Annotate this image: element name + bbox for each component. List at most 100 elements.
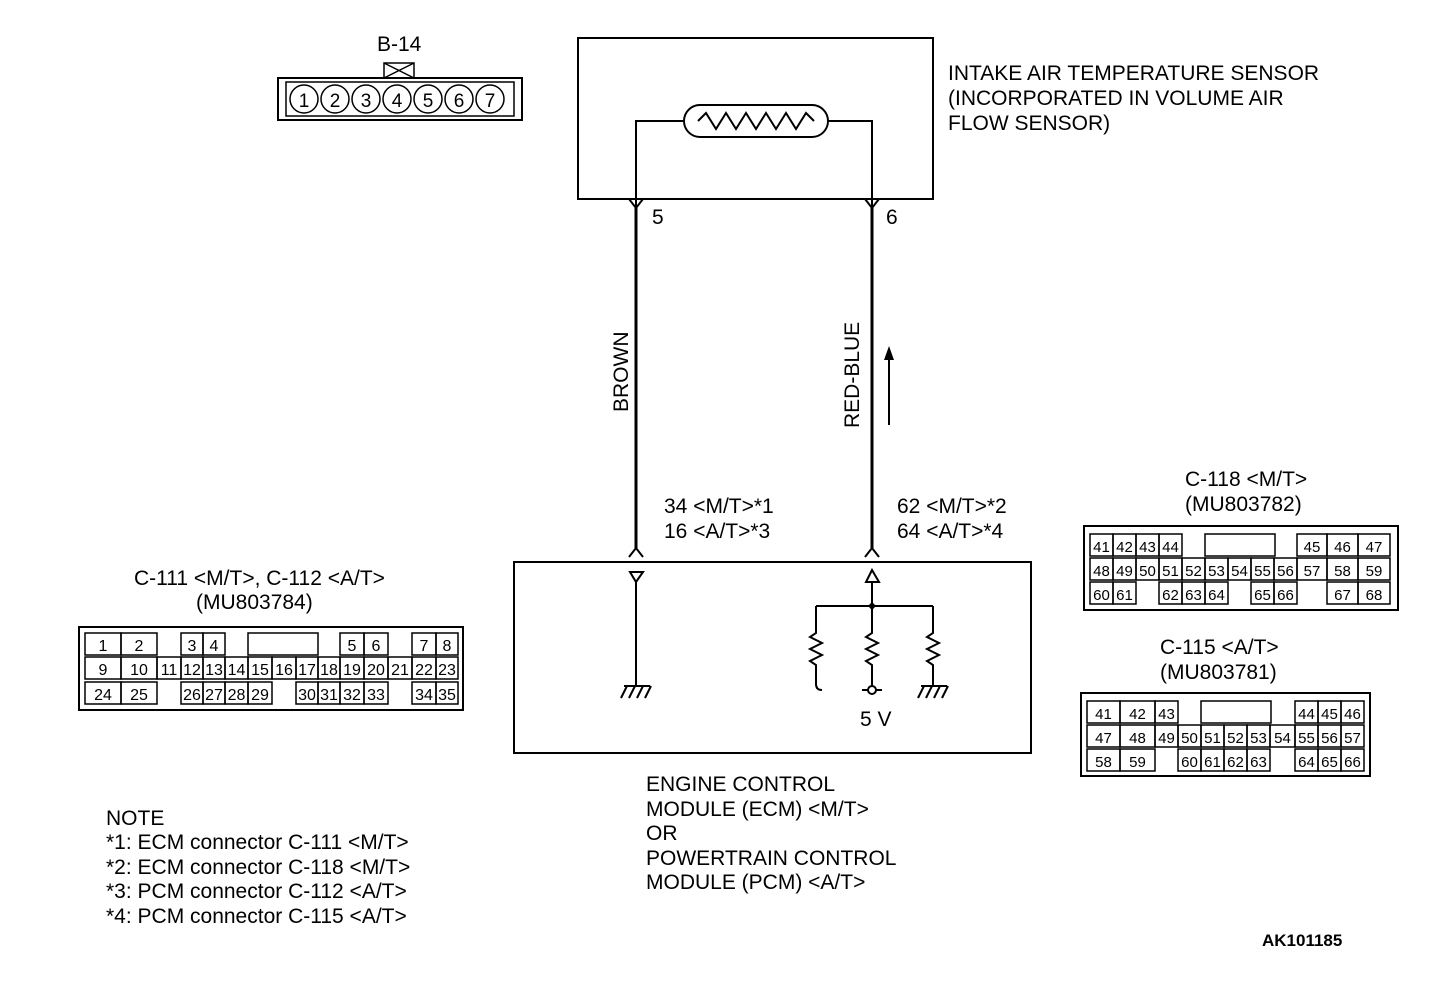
c115-pin-number: 42 (1129, 706, 1146, 723)
sensor-pin-6: 6 (886, 206, 898, 229)
c111-pin-number: 30 (298, 687, 316, 704)
c111-pin-cell (435, 656, 459, 680)
c118-pin-number: 54 (1231, 563, 1248, 580)
ecm-label-line-5: MODULE (PCM) <A/T> (646, 871, 865, 894)
ecm-terminal-left-arrow (628, 546, 644, 558)
c111-pin-number: 12 (183, 662, 201, 679)
c118-pin-number: 41 (1093, 539, 1110, 556)
c115-pin-cell (1340, 748, 1365, 772)
b14-pin-number: 4 (392, 91, 403, 112)
connector-b14-title: B-14 (377, 33, 422, 56)
c115-pin-number: 46 (1344, 706, 1361, 723)
c115-pin-number: 58 (1095, 754, 1112, 771)
wire-brown-label: BROWN (610, 332, 633, 413)
wire-red-blue-label: RED-BLUE (841, 322, 864, 428)
c115-pin-number: 65 (1321, 754, 1338, 771)
c111-pin-number: 3 (188, 638, 197, 655)
ecm-input-left-marker (628, 571, 645, 584)
c118-pin-number: 43 (1139, 539, 1156, 556)
c115-pin-number: 48 (1129, 730, 1146, 747)
b14-pin-number: 1 (299, 91, 310, 112)
b14-pin-number: 2 (330, 91, 341, 112)
c118-pin-cell (1357, 533, 1391, 557)
c111-pin-number: 17 (298, 662, 316, 679)
c111-pin-number: 9 (99, 662, 108, 679)
c118-pin-number: 67 (1334, 587, 1351, 604)
c115-pin-number: 43 (1158, 706, 1175, 723)
connector-c118-title: C-118 <M/T> (1185, 468, 1307, 491)
ecm-label-line-4: POWERTRAIN CONTROL (646, 847, 896, 870)
b14-pin-circle (351, 84, 381, 114)
c115-pin-number: 55 (1298, 730, 1315, 747)
c115-pin-number: 49 (1158, 730, 1175, 747)
c111-pin-number: 27 (205, 687, 223, 704)
c111-pin-number: 35 (438, 687, 456, 704)
c115-pin-number: 41 (1095, 706, 1112, 723)
c111-pin-number: 5 (348, 638, 357, 655)
c118-pin-number: 53 (1208, 563, 1225, 580)
c115-pin-number: 59 (1129, 754, 1146, 771)
harness-wires: BROWN RED-BLUE 34 <M/T>*1 16 <A/T>*3 62 … (610, 208, 1007, 558)
c118-pin-number: 50 (1139, 563, 1156, 580)
ecm-box (513, 561, 1032, 754)
c115-pin-number: 63 (1250, 754, 1267, 771)
c115-pin-number: 51 (1204, 730, 1221, 747)
c118-pin-number: 46 (1334, 539, 1351, 556)
c111-pin-cell (120, 632, 158, 656)
c118-pin-number: 48 (1093, 563, 1110, 580)
c111-pin-number: 14 (228, 662, 246, 679)
c111-pin-number: 32 (343, 687, 361, 704)
c118-pin-number: 61 (1116, 587, 1133, 604)
c111-pin-number: 16 (275, 662, 293, 679)
c111-pin-number: 6 (372, 638, 381, 655)
note-line-1: *1: ECM connector C-111 <M/T> (106, 831, 409, 854)
b14-pin-circle (475, 84, 505, 114)
c111-blank-cavity (247, 632, 319, 656)
c111-pin-cell (120, 681, 158, 705)
left-terminal-mt: 34 <M/T>*1 (664, 495, 774, 518)
c118-pin-cell (1204, 581, 1229, 605)
c111-pin-number: 4 (210, 638, 219, 655)
connector-b14-lock-mark (383, 62, 415, 79)
ecm-label-line-2: MODULE (ECM) <M/T> (646, 798, 869, 821)
sensor-internal-wire-left (635, 120, 684, 215)
c111-pin-number: 11 (161, 662, 178, 679)
b14-pin-circle (413, 84, 443, 114)
supply-voltage-label: 5 V (860, 708, 892, 731)
c111-pin-cell (247, 681, 273, 705)
c111-pin-number: 19 (343, 662, 361, 679)
c118-pin-number: 42 (1116, 539, 1133, 556)
b14-pin-circle (444, 84, 474, 114)
c115-pin-cell (1154, 700, 1179, 724)
ground-icon-left (620, 685, 652, 699)
b14-pin-circle (289, 84, 319, 114)
c115-pin-number: 45 (1321, 706, 1338, 723)
c118-pin-number: 49 (1116, 563, 1133, 580)
connector-c111-title: C-111 <M/T>, C-112 <A/T> (134, 567, 385, 590)
c111-pin-number: 24 (94, 687, 112, 704)
note-line-2: *2: ECM connector C-118 <M/T> (106, 856, 410, 879)
c118-pin-number: 57 (1304, 563, 1321, 580)
c115-pin-number: 53 (1250, 730, 1267, 747)
note-line-4: *4: PCM connector C-115 <A/T> (106, 905, 407, 928)
c111-pin-number: 18 (320, 662, 338, 679)
c118-pin-cell (1112, 581, 1137, 605)
c111-pin-number: 20 (367, 662, 385, 679)
c118-pin-number: 64 (1208, 587, 1225, 604)
c111-pin-cell (363, 632, 389, 656)
c115-pin-number: 52 (1227, 730, 1244, 747)
b14-pin-circle (382, 84, 412, 114)
c111-pin-number: 25 (130, 687, 148, 704)
b14-pin-circle (320, 84, 350, 114)
c115-pin-number: 64 (1298, 754, 1315, 771)
note-line-3: *3: PCM connector C-112 <A/T> (106, 880, 407, 903)
thermistor-resistor-zigzag (697, 111, 815, 131)
c115-pin-cell (1119, 748, 1156, 772)
right-terminal-at: 64 <A/T>*4 (897, 520, 1004, 543)
c118-blank-cavity (1204, 533, 1276, 557)
note-title: NOTE (106, 807, 164, 830)
ground-icon-right (917, 685, 949, 699)
